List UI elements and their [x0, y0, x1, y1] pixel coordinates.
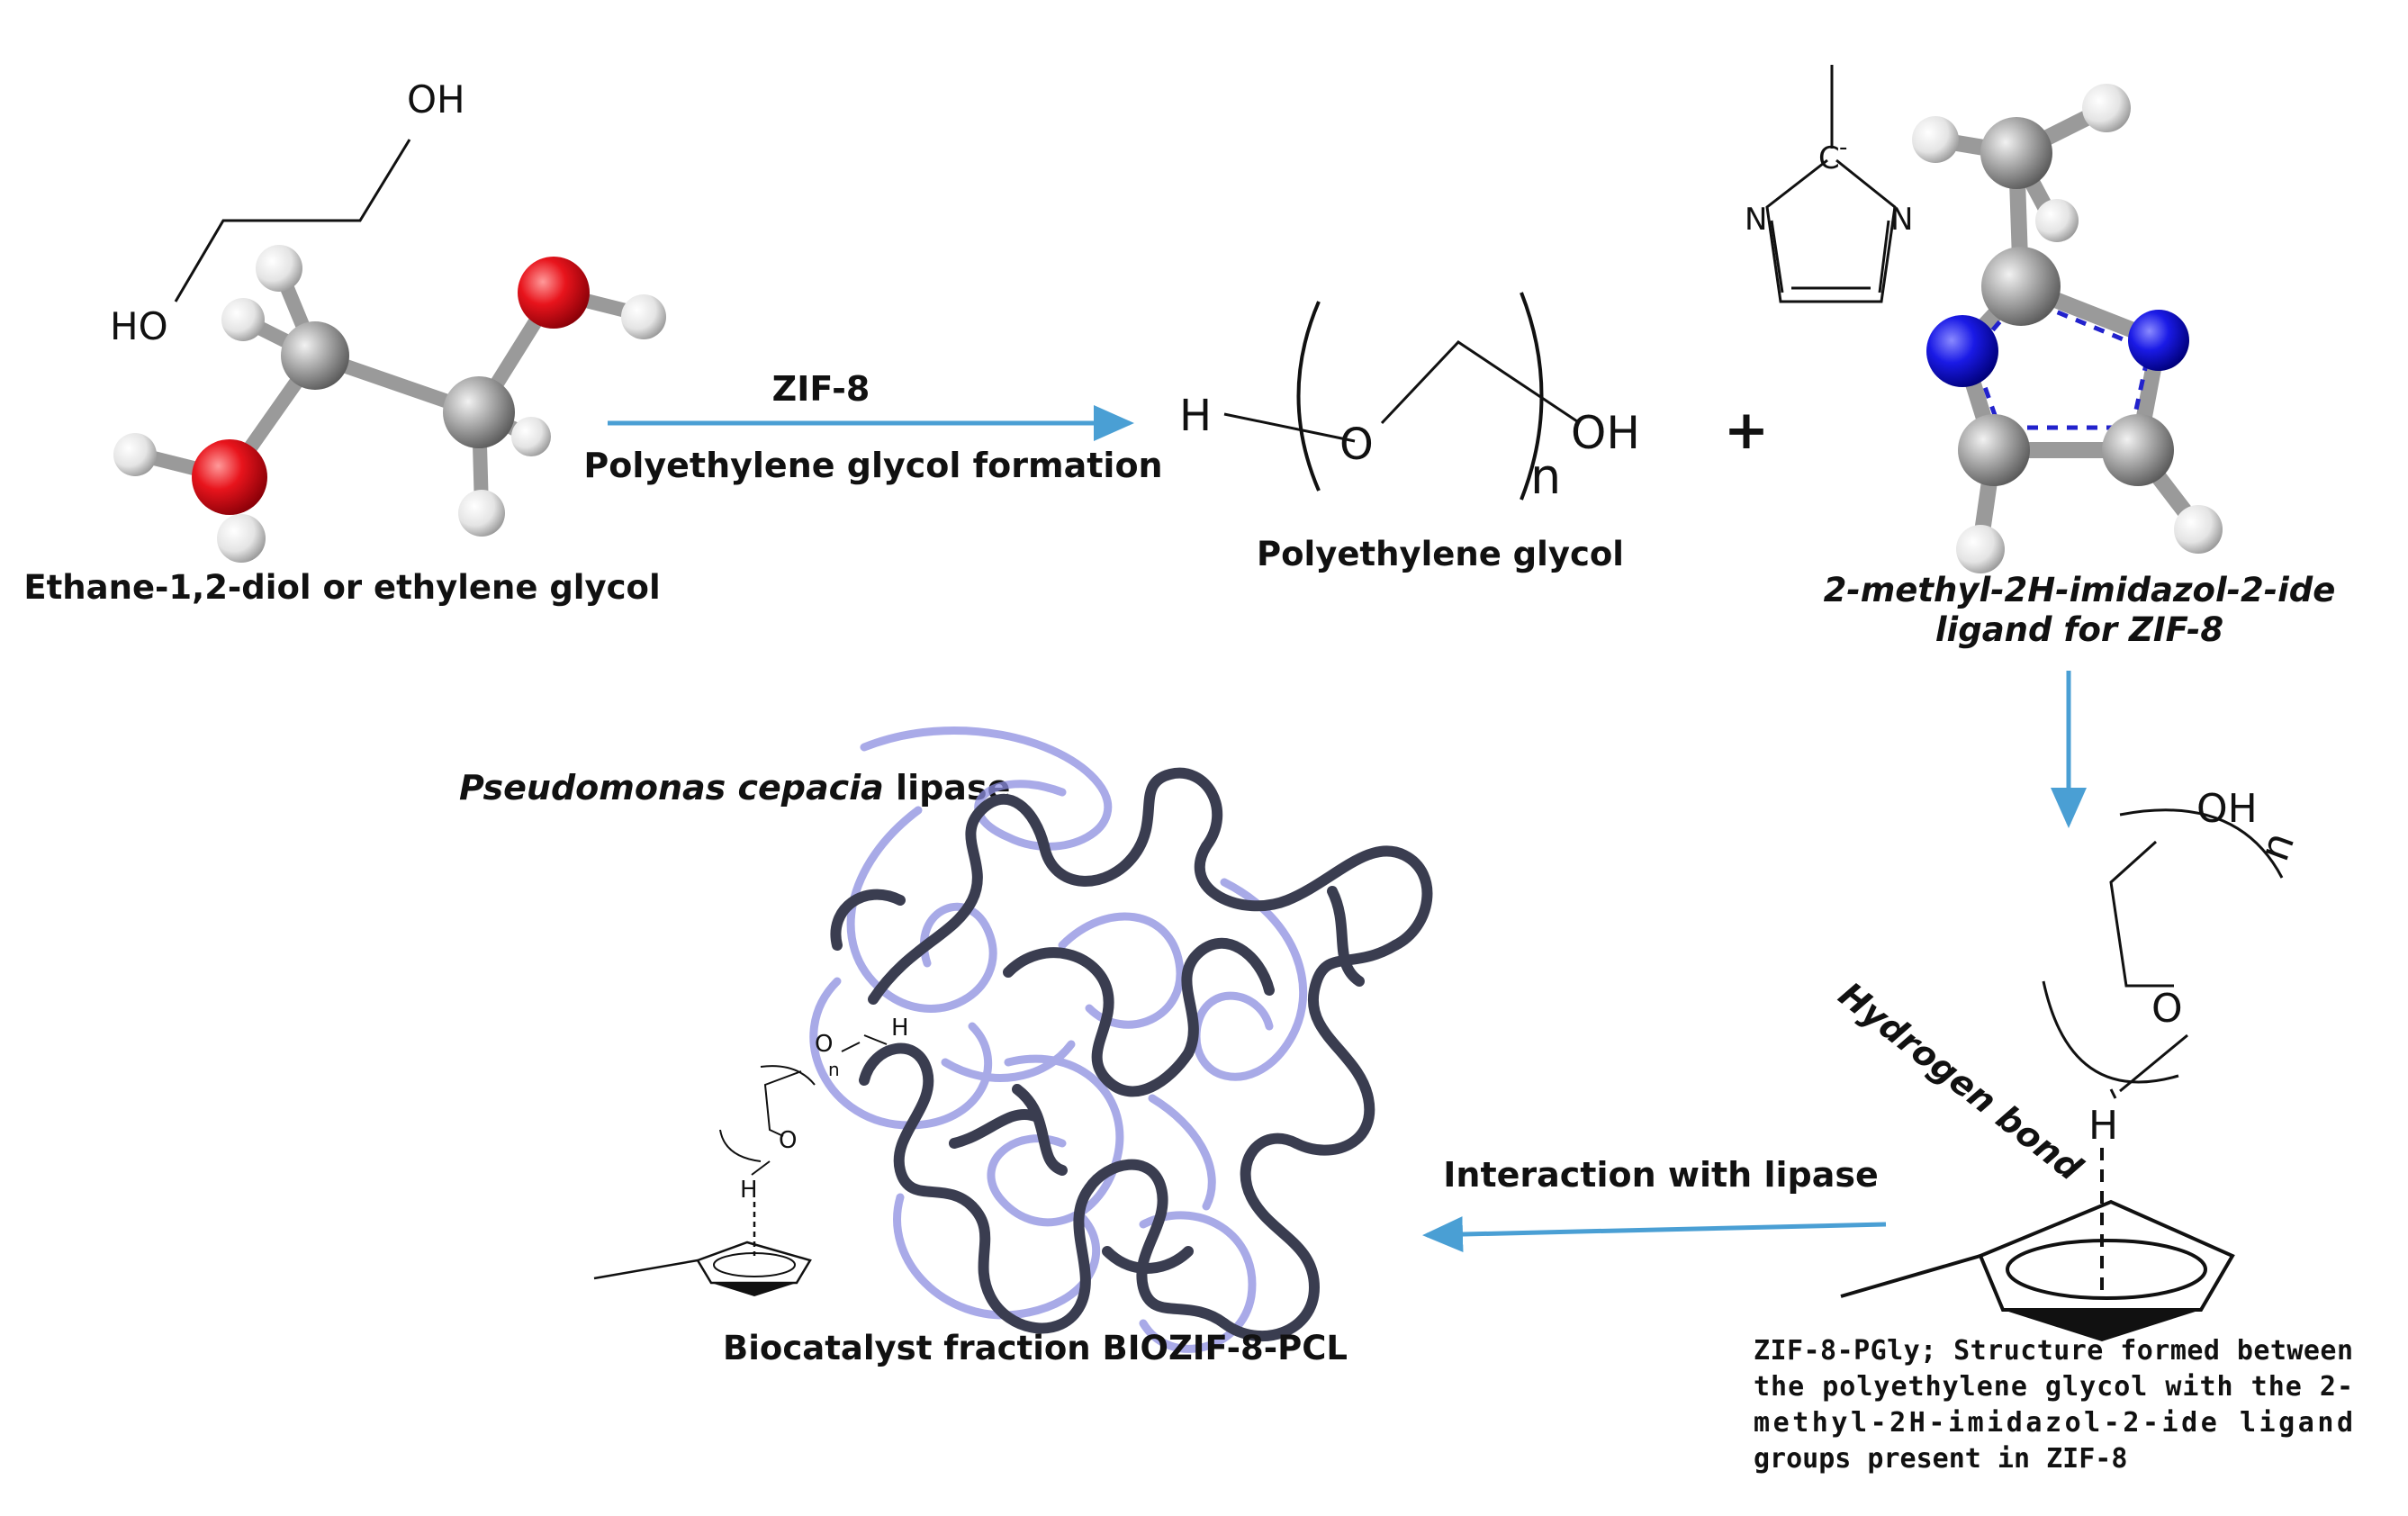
arrow1-top-label: ZIF-8	[772, 369, 870, 409]
ethylene-glycol-label: Ethane-1,2-diol or ethylene glycol	[23, 568, 660, 607]
imidazolate-3d-model	[1912, 84, 2223, 573]
peg-oh: OH	[1571, 407, 1640, 459]
polyethylene-glycol-structure: H O OH n	[1179, 292, 1640, 505]
zif-caption: ZIF-8-PGly; Structure formed between the…	[1754, 1335, 2353, 1475]
ligand-label-line2: ligand for ZIF-8	[1935, 610, 2223, 649]
zif-h: H	[2088, 1103, 2118, 1149]
biocatalyst-label: Biocatalyst fraction BIOZIF-8-PCL	[723, 1329, 1348, 1367]
zif-caption-line1: ZIF-8-PGly; Structure formed between	[1754, 1335, 2353, 1367]
bio-o: O	[815, 1031, 833, 1058]
ethylene-glycol-skeletal: OH HO	[110, 77, 465, 348]
zif-caption-line3: methyl-2H-imidazol-2-ide ligand	[1754, 1407, 2353, 1439]
lipase-protein-ribbon	[809, 726, 1433, 1353]
zif-o: O	[2151, 986, 2183, 1032]
ligand-n-left: N	[1745, 202, 1767, 238]
bio-o2: O	[779, 1127, 797, 1154]
ligand-charge: -	[1839, 134, 1847, 161]
arrow1-bottom-label: Polyethylene glycol formation	[583, 446, 1162, 485]
bio-h-top: H	[891, 1015, 909, 1042]
peg-o: O	[1339, 420, 1374, 470]
bio-h-bottom: H	[740, 1177, 758, 1204]
peg-label: Polyethylene glycol	[1257, 535, 1624, 573]
zif-8-pgly-structure: OH n O H	[1840, 786, 2304, 1341]
oh-label: OH	[407, 77, 465, 122]
ligand-n-right: N	[1890, 202, 1913, 238]
bio-n: n	[828, 1059, 840, 1080]
zif-caption-line2: the polyethylene glycol with the 2-	[1754, 1371, 2353, 1403]
ethylene-glycol-3d-model	[113, 245, 666, 563]
zif-oh: OH	[2196, 786, 2258, 832]
plus-sign: +	[1724, 399, 1769, 462]
arrow3-label: Interaction with lipase	[1443, 1155, 1878, 1195]
ligand-c-minus: C	[1818, 140, 1840, 176]
ho-label: HO	[110, 304, 168, 348]
imidazolate-skeletal: C - N N	[1745, 65, 1913, 303]
biocatalyst-structure: O H n O H	[593, 1015, 909, 1296]
arrow-interaction	[1422, 1216, 1887, 1253]
ligand-label-line1: 2-methyl-2H-imidazol-2-ide	[1824, 571, 2336, 609]
peg-n: n	[1530, 448, 1561, 505]
zif-caption-line4: groups present in ZIF-8	[1754, 1443, 2127, 1475]
peg-h: H	[1179, 391, 1212, 441]
lipase-label: Pseudomonas cepacia lipase	[459, 768, 1010, 808]
zif-n: n	[2250, 826, 2304, 867]
